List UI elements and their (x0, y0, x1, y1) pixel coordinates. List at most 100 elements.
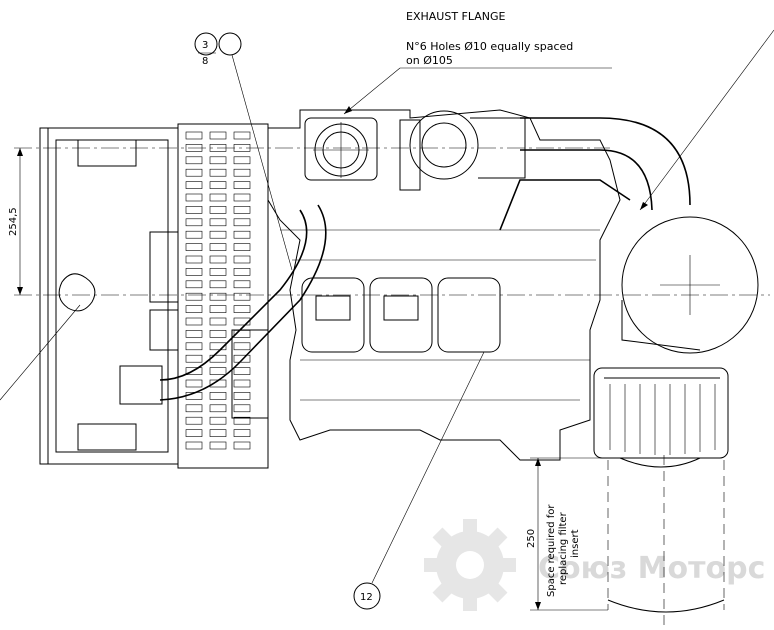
grille-slot (185, 268, 203, 276)
grille-slot (209, 218, 227, 227)
grille-slot (209, 330, 227, 338)
grille-slot (185, 168, 203, 177)
engine-block (267, 109, 621, 461)
grille-slot (209, 156, 227, 165)
balloon-3-8: 3 8 (194, 32, 293, 271)
dim-250-label: 250 (526, 529, 537, 548)
grille-slot (185, 429, 203, 437)
fan-grille (149, 123, 269, 469)
grille-slot (233, 305, 251, 313)
grille-slot (185, 367, 203, 375)
grille-slot (209, 206, 227, 214)
filter-note-line1: Space required for (546, 504, 557, 597)
dimension-250: 250 Space required for replacing filter … (526, 457, 608, 611)
filter-note-line3: insert (570, 529, 581, 558)
balloon-3-label: 3 (202, 40, 208, 51)
grille-slot (209, 429, 227, 437)
grille-slot (185, 317, 203, 326)
grille-slot (233, 193, 251, 202)
grille-slot (233, 218, 251, 227)
center-lines (14, 147, 770, 296)
grille-slot (185, 330, 203, 338)
grille-slot (185, 193, 203, 202)
grille-slot (185, 218, 203, 227)
gear-logo-icon (424, 519, 516, 611)
grille-slot (209, 243, 227, 251)
grille-slot (233, 292, 251, 301)
grille-slot (209, 317, 227, 326)
grille-slot (185, 255, 203, 264)
holes-note-line1: N°6 Holes Ø10 equally spaced (406, 40, 573, 53)
grille-slot (209, 230, 227, 239)
grille-slot (185, 305, 203, 313)
grille-slot (185, 416, 203, 425)
grille-slot (209, 268, 227, 276)
grille-slot (209, 416, 227, 425)
grille-slot (185, 131, 203, 140)
watermark-text: Союз Моторс (538, 551, 765, 586)
grille-slot (233, 280, 251, 289)
grille-slot (185, 354, 203, 363)
watermark: Союз Моторс (424, 519, 765, 611)
grille-slot (209, 367, 227, 375)
grille-slot (185, 441, 203, 450)
grille-slot (185, 206, 203, 214)
grille-slot (185, 292, 203, 301)
grille-slot (233, 317, 251, 326)
exhaust-flange (304, 117, 378, 181)
dim-254-label: 254,5 (8, 207, 19, 236)
edge-leaders (0, 29, 774, 401)
grille-slot (209, 305, 227, 313)
balloon-12-label: 12 (360, 592, 373, 603)
oil-filter (593, 367, 729, 625)
exhaust-title: EXHAUST FLANGE (406, 10, 506, 23)
filter-note-line2: replacing filter (558, 511, 569, 585)
grille-slot (233, 268, 251, 276)
turbocharger (399, 110, 526, 191)
grille-slot (209, 342, 227, 351)
grille-slot (185, 230, 203, 239)
grille-slot (209, 131, 227, 140)
grille-slot (233, 156, 251, 165)
grille-slot (185, 243, 203, 251)
grille-slot (209, 181, 227, 189)
grille-slot (209, 255, 227, 264)
grille-slot (209, 292, 227, 301)
grille-slot (233, 429, 251, 437)
grille-slot (233, 416, 251, 425)
grille-slot (233, 181, 251, 189)
grille-slot (233, 230, 251, 239)
dimension-254-5: 254,5 (8, 148, 23, 295)
air-filter (621, 216, 759, 354)
grille-slot (209, 193, 227, 202)
coolant-hose (119, 204, 327, 405)
grille-slot (209, 441, 227, 450)
grille-slot (185, 379, 203, 388)
balloon-12: 12 (353, 351, 485, 610)
grille-slot (233, 206, 251, 214)
grille-slot (233, 354, 251, 363)
grille-slot (185, 280, 203, 289)
grille-slot (209, 392, 227, 400)
grille-slot (233, 255, 251, 264)
balloon-8-label: 8 (202, 56, 208, 67)
grille-slot (233, 131, 251, 140)
grille-slot (233, 243, 251, 251)
grille-slot (185, 156, 203, 165)
grille-slot (185, 342, 203, 351)
holes-note-line2: on Ø105 (406, 54, 453, 67)
grille-slot (209, 404, 227, 413)
grille-slot (233, 404, 251, 413)
radiator (39, 127, 179, 465)
grille-slot (233, 379, 251, 388)
grille-slot (185, 404, 203, 413)
intake-pipe (499, 117, 691, 231)
exhaust-note: EXHAUST FLANGE N°6 Holes Ø10 equally spa… (343, 10, 612, 115)
grille-slot (233, 342, 251, 351)
grille-slot (209, 280, 227, 289)
grille-slot (209, 168, 227, 177)
grille-slot (233, 392, 251, 400)
grille-slot (233, 367, 251, 375)
grille-slot (233, 441, 251, 450)
